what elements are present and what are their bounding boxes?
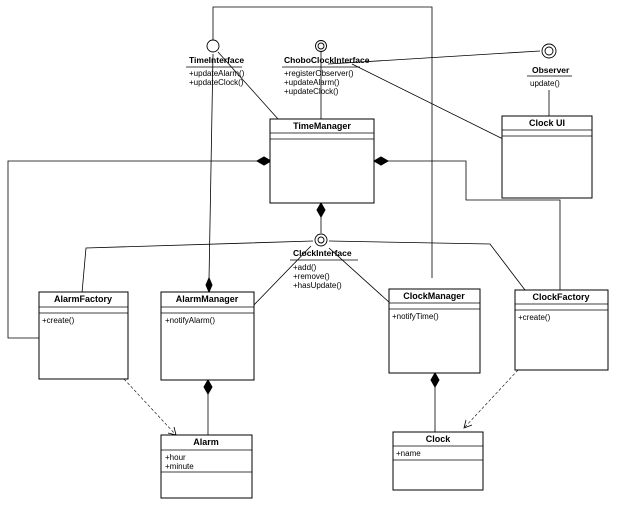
- edge-clockinterface-clockfactory: [328, 240, 526, 291]
- time-manager-box: [269, 118, 375, 204]
- clock-interface-name: ClockInterface: [293, 248, 352, 258]
- clock-interface-op: +hasUpdate(): [293, 281, 342, 290]
- dependency-clockfactory-clock: [463, 369, 519, 429]
- clock-interface: ClockInterface +add() +remove() +hasUpda…: [290, 233, 358, 290]
- chobo-clock-interface-op: +registerObserver(): [284, 69, 354, 78]
- clock-attr: +name: [396, 449, 421, 458]
- clock-interface-icon-inner: [317, 236, 325, 244]
- diamond-clockmanager-bottom: [430, 371, 440, 389]
- class-alarm: Alarm +hour +minute: [160, 434, 253, 499]
- alarm-factory-name: AlarmFactory: [54, 294, 112, 304]
- clock-factory-op: +create(): [518, 313, 551, 322]
- edge-chobo-observer: [327, 50, 541, 65]
- clock-name: Clock: [426, 434, 452, 444]
- alarm-factory-box: [38, 291, 129, 380]
- class-clock-manager: ClockManager +notifyTime(): [388, 288, 481, 374]
- time-manager-name: TimeManager: [293, 121, 351, 131]
- clock-interface-op: +remove(): [293, 272, 330, 281]
- time-interface-icon: [206, 39, 220, 53]
- diamond-timemanager-left: [255, 156, 273, 166]
- clock-manager-name: ClockManager: [403, 291, 465, 301]
- time-interface-op: +updateClock(): [189, 78, 244, 87]
- observer-interface: Observer update(): [527, 43, 572, 88]
- observer-op: update(): [530, 79, 560, 88]
- class-time-manager: TimeManager: [269, 118, 375, 204]
- alarm-manager-box: [160, 291, 255, 381]
- time-interface: TimeInterface +updateAlarm() +updateCloc…: [186, 39, 245, 87]
- observer-name: Observer: [532, 65, 570, 75]
- clock-factory-box: [514, 289, 609, 371]
- alarm-factory-op: +create(): [42, 316, 75, 325]
- edge-clockinterface-alarmmanager: [251, 245, 312, 308]
- edge-clockinterface-clockmanager: [328, 247, 391, 304]
- arrowhead-clock: [463, 419, 473, 429]
- diamond-timemanager-right: [372, 156, 390, 166]
- diamond-alarmmanager-bottom: [203, 378, 213, 396]
- alarm-attr: +hour: [165, 453, 186, 462]
- edge-timeinterface-timemanager: [217, 51, 279, 120]
- alarm-manager-name: AlarmManager: [176, 294, 239, 304]
- clock-ui-name: Clock UI: [529, 118, 565, 128]
- edge-clockinterface-alarmfactory: [81, 240, 314, 294]
- edge-timemanager-alarmfactory: [7, 160, 270, 339]
- clock-box: [392, 431, 484, 491]
- diamond-timemanager-bottom: [316, 201, 326, 219]
- edge-timeinterface-clockmanager: [212, 6, 433, 278]
- edge-timemanager-clockfactory: [374, 160, 561, 290]
- alarm-name: Alarm: [193, 437, 219, 447]
- chobo-clock-interface: ChoboClockInterface +registerObserver() …: [282, 40, 370, 96]
- chobo-clock-interface-op: +updateAlarm(): [284, 78, 340, 87]
- observer-icon-inner: [544, 46, 554, 56]
- edge-timeinterface-alarmmanager: [208, 53, 214, 281]
- class-clock: Clock +name: [392, 431, 484, 491]
- edge-chobo-clockui: [351, 63, 506, 141]
- class-clock-ui: Clock UI: [501, 115, 593, 199]
- clock-factory-name: ClockFactory: [532, 292, 589, 302]
- dependency-alarmfactory-alarm: [123, 378, 177, 436]
- alarm-box: [160, 434, 253, 499]
- clock-interface-op: +add(): [293, 263, 317, 272]
- class-clock-factory: ClockFactory +create(): [514, 289, 609, 371]
- diamond-alarmmanager-top: [205, 276, 213, 294]
- class-alarm-factory: AlarmFactory +create(): [38, 291, 129, 380]
- clock-manager-op: +notifyTime(): [392, 312, 439, 321]
- chobo-clock-interface-icon-inner: [317, 42, 325, 50]
- alarm-manager-op: +notifyAlarm(): [165, 316, 215, 325]
- class-alarm-manager: AlarmManager +notifyAlarm(): [160, 291, 255, 381]
- chobo-clock-interface-name: ChoboClockInterface: [284, 55, 370, 65]
- time-interface-name: TimeInterface: [189, 55, 244, 65]
- clock-manager-box: [388, 288, 481, 374]
- clock-ui-box: [501, 115, 593, 199]
- time-interface-op: +updateAlarm(): [189, 69, 245, 78]
- alarm-attr: +minute: [165, 462, 194, 471]
- chobo-clock-interface-op: +updateClock(): [284, 87, 339, 96]
